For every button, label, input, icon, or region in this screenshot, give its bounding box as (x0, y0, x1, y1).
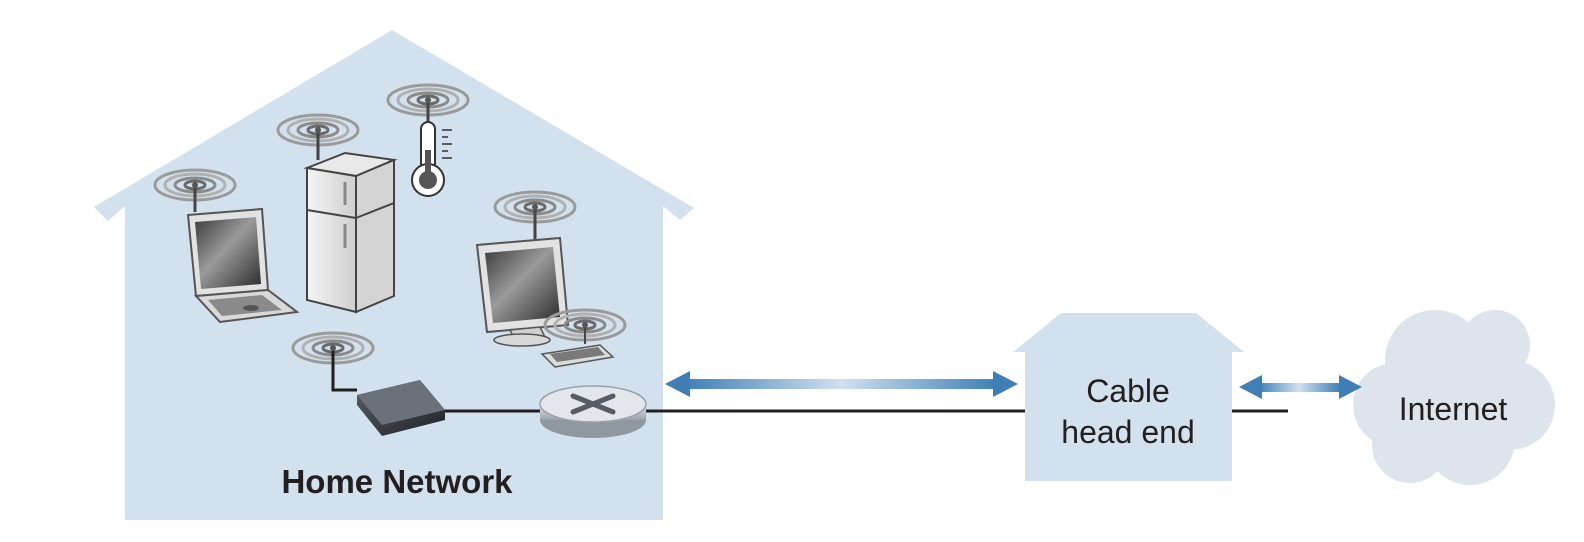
laptop-icon (153, 168, 300, 324)
keyboard-icon (540, 308, 627, 368)
cable-head-end-shape (1013, 313, 1244, 481)
home-headend-arrow (665, 371, 1018, 397)
cable-head-end-label-line1: Cable (1086, 373, 1170, 409)
cable-head-end-label-line2: head end (1061, 414, 1194, 450)
refrigerator-icon (276, 113, 398, 314)
home-network-label: Home Network (281, 463, 513, 500)
thermometer-icon (386, 83, 470, 197)
router-icon (539, 385, 647, 438)
headend-internet-arrow (1239, 375, 1362, 399)
internet-cloud (1353, 310, 1555, 485)
desktop-monitor-icon (475, 190, 577, 347)
cable-modem-icon (291, 331, 445, 436)
internet-label: Internet (1399, 391, 1508, 427)
